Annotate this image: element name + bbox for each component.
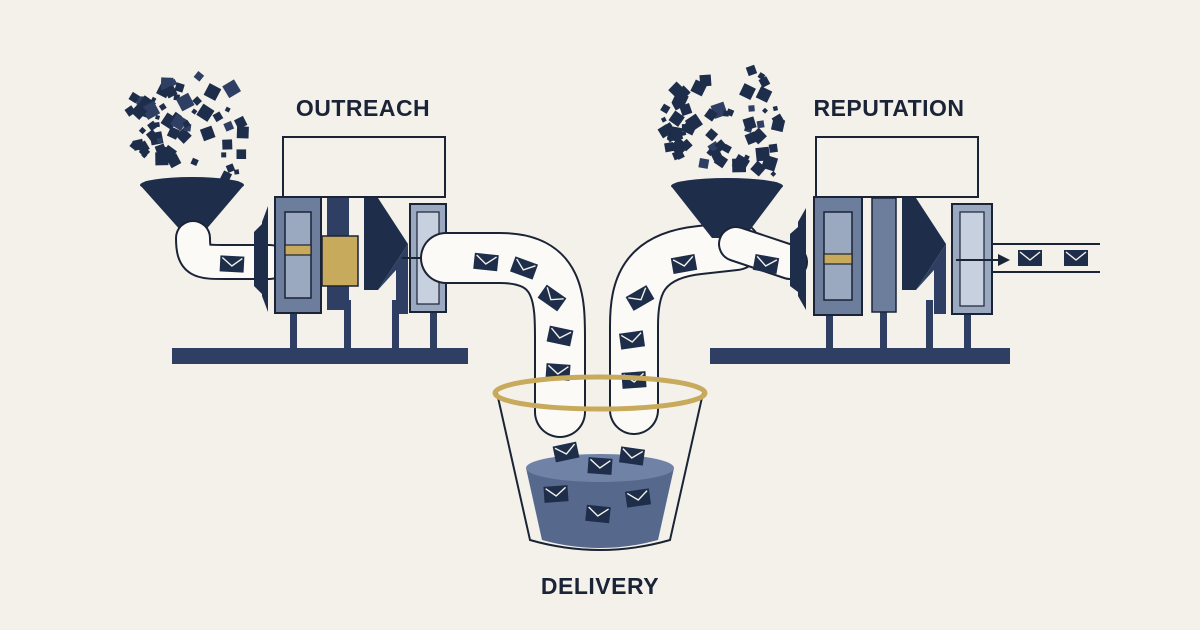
- particle-square: [136, 140, 150, 154]
- particle-square: [161, 144, 177, 161]
- particle-square: [223, 120, 235, 132]
- envelope-icon: [586, 456, 614, 476]
- particle-square: [731, 154, 750, 173]
- particle-square: [681, 130, 687, 136]
- collection-bucket: [492, 374, 708, 551]
- particle-square: [745, 64, 758, 77]
- particle-square: [713, 153, 729, 169]
- particle-square: [193, 71, 205, 82]
- envelope-icon: [472, 252, 500, 272]
- particle-square: [163, 84, 178, 99]
- particle-square: [225, 163, 236, 173]
- label-delivery: DELIVERY: [541, 573, 659, 599]
- particle-square: [170, 113, 188, 131]
- envelope-icon: [542, 484, 570, 504]
- particle-square: [770, 171, 777, 177]
- particle-square: [660, 103, 671, 114]
- particle-square: [130, 103, 148, 120]
- particle-square: [664, 142, 675, 153]
- pipe-to-bucket-left: [420, 232, 586, 438]
- particle-square: [723, 110, 730, 117]
- particle-square: [756, 120, 765, 129]
- particle-square: [666, 135, 675, 143]
- particle-square: [757, 72, 766, 80]
- particle-square: [675, 150, 685, 160]
- particle-square: [704, 107, 718, 122]
- envelope-icon: [618, 329, 646, 351]
- particle-square: [236, 126, 249, 139]
- particle-square: [668, 81, 686, 99]
- particle-square: [203, 83, 222, 101]
- particles-right: [657, 64, 786, 177]
- envelope-icon: [624, 487, 652, 509]
- particle-square: [680, 138, 693, 152]
- particle-square: [772, 105, 779, 112]
- particle-square: [739, 83, 756, 101]
- particle-square: [706, 148, 714, 157]
- particle-square: [128, 91, 140, 104]
- particle-square: [221, 152, 227, 158]
- particle-square: [222, 79, 242, 99]
- funnel-right-icon: [671, 178, 783, 238]
- particle-square: [196, 103, 215, 122]
- particle-square: [154, 121, 160, 128]
- particle-square: [714, 139, 727, 152]
- particle-square: [744, 131, 759, 145]
- particle-square: [138, 126, 147, 135]
- pipe-to-bucket-right: [609, 221, 761, 435]
- particle-square: [158, 103, 167, 111]
- particle-square: [694, 84, 704, 94]
- particle-square: [141, 152, 148, 159]
- particle-square: [233, 169, 240, 175]
- envelope-icon: [618, 445, 646, 467]
- particle-square: [233, 115, 248, 130]
- particle-square: [657, 124, 672, 139]
- envelope-icon: [218, 254, 246, 274]
- label-outreach: OUTREACH: [296, 95, 430, 121]
- particle-square: [236, 149, 247, 159]
- particle-square: [154, 114, 161, 120]
- particle-square: [175, 127, 192, 144]
- particles-left: [124, 71, 249, 183]
- particle-square: [698, 157, 710, 169]
- machine-right: [710, 136, 1100, 364]
- particle-square: [174, 82, 185, 93]
- particle-square: [699, 74, 712, 87]
- particle-square: [192, 96, 202, 106]
- particle-square: [684, 113, 703, 132]
- particle-square: [679, 103, 693, 117]
- particle-square: [705, 128, 719, 142]
- envelope-icon: [1017, 249, 1043, 267]
- particle-square: [761, 154, 779, 172]
- particle-square: [762, 107, 768, 114]
- particle-square: [748, 105, 755, 112]
- particle-square: [191, 108, 198, 115]
- particle-square: [222, 139, 233, 150]
- particle-square: [175, 92, 195, 112]
- particle-square: [755, 86, 773, 103]
- particle-square: [770, 117, 786, 133]
- particle-square: [141, 101, 161, 120]
- particle-square: [660, 116, 667, 123]
- particle-square: [768, 143, 778, 153]
- particle-square: [169, 78, 178, 87]
- particle-square: [681, 124, 688, 131]
- pipe-intake-left: [175, 220, 288, 280]
- envelope-icon: [584, 504, 612, 524]
- particle-square: [190, 157, 199, 167]
- particle-square: [151, 96, 157, 103]
- envelope-icon: [1063, 249, 1089, 267]
- particle-square: [212, 111, 224, 123]
- particle-square: [182, 119, 191, 128]
- particle-square: [224, 106, 231, 113]
- particle-square: [742, 116, 757, 131]
- pipe-intake-right: [718, 226, 808, 280]
- particle-square: [668, 110, 685, 127]
- particle-square: [156, 137, 163, 144]
- label-reputation: REPUTATION: [813, 95, 964, 121]
- particle-square: [199, 125, 216, 142]
- particle-square: [145, 129, 158, 142]
